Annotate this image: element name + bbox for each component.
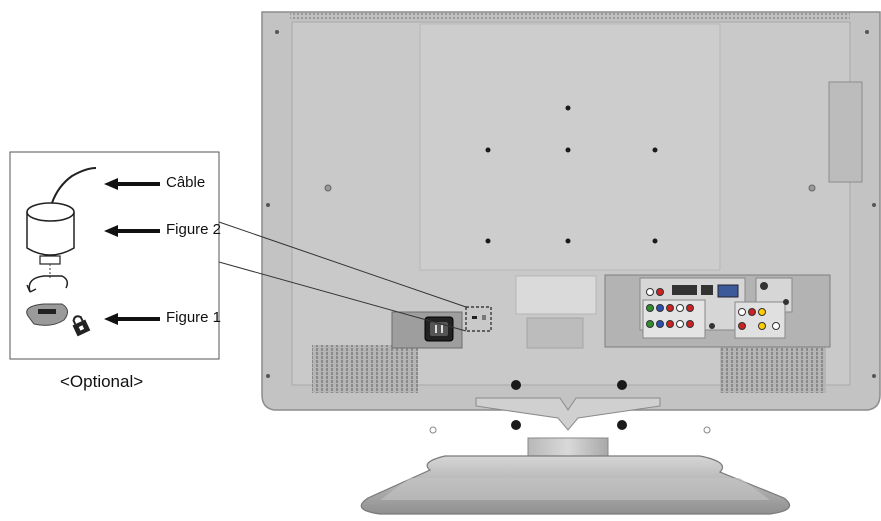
lock-cylinder-icon xyxy=(26,202,75,278)
right-vent xyxy=(720,345,826,393)
power-inlet-panel xyxy=(391,311,463,349)
top-vent-grille xyxy=(290,13,850,20)
arrow-left-icon xyxy=(104,178,160,190)
inset-box xyxy=(9,151,220,360)
slot-plate-icon xyxy=(26,303,68,326)
mount-holes xyxy=(485,105,658,244)
arrow-left-icon xyxy=(104,313,160,325)
rotate-arrow-icon xyxy=(28,275,69,293)
left-vent xyxy=(312,345,418,393)
kensington-slot-highlight xyxy=(465,306,492,332)
tv-back-panel xyxy=(261,11,881,434)
stand-screws xyxy=(511,380,627,430)
figure2-label: Figure 2 xyxy=(166,221,222,238)
optional-label: <Optional> xyxy=(60,372,144,391)
side-handle-recess xyxy=(828,81,863,183)
figure1-label: Figure 1 xyxy=(166,309,222,326)
cable-icon xyxy=(51,167,97,204)
callout-lines xyxy=(218,221,467,332)
padlock-icon xyxy=(72,315,91,337)
tv-stand xyxy=(360,437,791,515)
arrow-left-icon xyxy=(104,225,160,237)
connector-panel xyxy=(604,274,831,348)
cable-label: Câble xyxy=(166,174,206,191)
label-plate xyxy=(515,275,597,315)
